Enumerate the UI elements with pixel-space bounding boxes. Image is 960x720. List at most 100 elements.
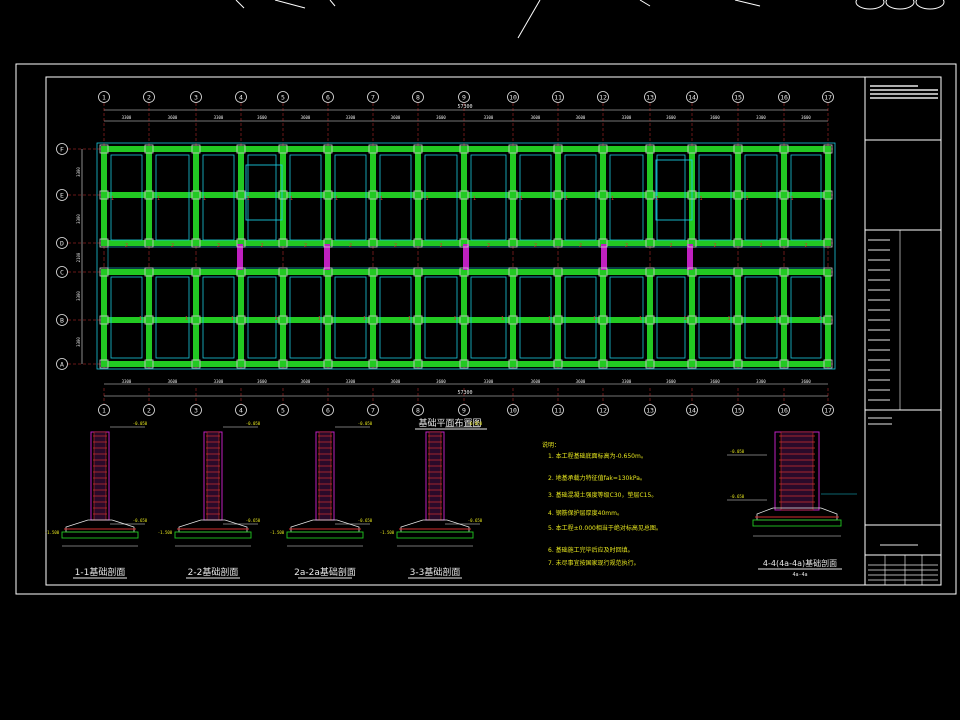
room-outline <box>744 154 778 241</box>
room-outline <box>790 154 822 241</box>
magenta-marker <box>687 244 693 270</box>
axis-label-x: 16 <box>780 94 788 102</box>
room-outline <box>289 154 322 241</box>
footing-tag: 1 <box>593 316 596 322</box>
column <box>645 238 655 248</box>
column <box>323 315 333 325</box>
elev-label: -0.050 <box>133 421 148 426</box>
strip-footing-v <box>280 146 286 246</box>
footing-tag: 1 <box>408 316 411 322</box>
strip-footing-v <box>600 269 606 367</box>
strip-footing-v <box>600 146 606 246</box>
column <box>278 144 288 154</box>
column <box>823 144 833 154</box>
strip-footing-v <box>510 146 516 246</box>
axis-label-x: 2 <box>147 407 151 415</box>
axis-label-x: 13 <box>646 407 654 415</box>
strip-footing-v <box>461 146 467 246</box>
axis-bubble-x <box>98 91 110 103</box>
strip-footing-v <box>280 269 286 367</box>
column <box>278 267 288 277</box>
footing-tag: 1 <box>139 316 142 322</box>
footing-tag: 1 <box>683 316 686 322</box>
bay-dim-top: 3600 <box>531 115 541 120</box>
column <box>598 315 608 325</box>
column <box>236 190 246 200</box>
axis-label-y: D <box>60 240 64 248</box>
foundation-plan: 3300330036003600330033003600360036003600… <box>56 91 836 416</box>
total-dim-bottom: 57300 <box>457 390 472 396</box>
elev-label: -0.650 <box>358 518 373 523</box>
row-dim-left: 3300 <box>76 291 81 301</box>
column <box>459 267 469 277</box>
footing-tag: 1 <box>157 196 160 202</box>
column <box>144 144 154 154</box>
strip-footing-v <box>735 146 741 246</box>
axis-label-x: 9 <box>462 94 466 102</box>
column <box>413 238 423 248</box>
bay-dim-bottom: 3300 <box>484 379 494 384</box>
room-outline <box>424 276 458 359</box>
column <box>823 190 833 200</box>
room-outline <box>609 276 644 359</box>
axis-bubble-x <box>822 404 834 416</box>
column <box>278 359 288 369</box>
bay-dim-bottom: 3600 <box>666 379 676 384</box>
column <box>368 238 378 248</box>
elev-label: -0.050 <box>730 449 745 454</box>
column <box>368 144 378 154</box>
room-outline <box>155 276 190 359</box>
axis-label-x: 13 <box>646 94 654 102</box>
column <box>413 359 423 369</box>
column <box>323 238 333 248</box>
footing-tag: 1 <box>773 316 776 322</box>
sheet-inner-frame <box>45 76 942 586</box>
column <box>323 359 333 369</box>
footing-tag: 1 <box>548 316 551 322</box>
section-detail: -0.050-0.650-1.500 <box>380 421 483 547</box>
footing-tag: 1 <box>473 196 476 202</box>
column <box>553 238 563 248</box>
footing-tag: 2 <box>534 243 537 249</box>
axis-bubble-x <box>552 91 564 103</box>
column <box>191 267 201 277</box>
strip-footing-v <box>461 269 467 367</box>
column <box>687 359 697 369</box>
column <box>779 359 789 369</box>
footing-tag: 1 <box>453 316 456 322</box>
column <box>459 315 469 325</box>
room-outline <box>110 276 143 359</box>
axis-label-x: 17 <box>824 94 832 102</box>
axis-bubble-x <box>412 91 424 103</box>
axis-label-x: 12 <box>599 407 607 415</box>
room-outline <box>790 276 822 359</box>
section-footing <box>65 519 135 533</box>
strip-footing-v <box>510 269 516 367</box>
axis-label-x: 7 <box>371 94 375 102</box>
note-line: 6. 基础施工完毕后应及时回填。 <box>548 546 634 554</box>
column <box>144 315 154 325</box>
strip-footing-v <box>193 146 199 246</box>
bay-dim-bottom: 3300 <box>756 379 766 384</box>
section-title-2a: 2a-2a基础剖面 <box>294 566 356 578</box>
axis-label-x: 14 <box>688 407 696 415</box>
axis-label-x: 6 <box>326 407 330 415</box>
axis-label-x: 6 <box>326 94 330 102</box>
axis-bubble-x <box>143 91 155 103</box>
strip-footing-v <box>825 269 831 367</box>
column <box>236 267 246 277</box>
room-outline <box>247 154 277 241</box>
bay-dim-top: 3300 <box>756 115 766 120</box>
strip-footing-v <box>781 146 787 246</box>
column <box>823 267 833 277</box>
row-dim-left: 2100 <box>76 252 81 262</box>
strip-footing-v <box>146 269 152 367</box>
section-title-3: 3-3基础剖面 <box>410 566 461 578</box>
column <box>144 190 154 200</box>
section-rebar <box>206 431 220 521</box>
axis-label-x: 11 <box>554 94 562 102</box>
elev-label: -1.500 <box>45 530 60 535</box>
axis-bubble-x <box>412 404 424 416</box>
footing-tag: 2 <box>217 243 220 249</box>
